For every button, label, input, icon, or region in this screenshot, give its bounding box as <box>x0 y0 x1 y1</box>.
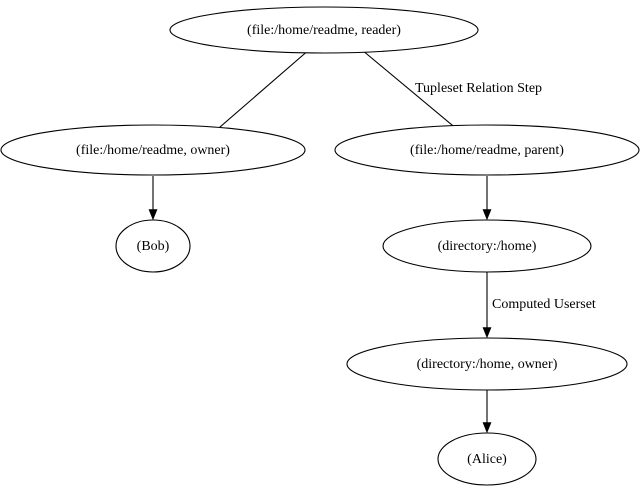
node-file-readme-reader[interactable]: (file:/home/readme, reader) <box>169 6 479 54</box>
edge-label-computed-userset: Computed Userset <box>492 297 596 312</box>
node-label: (file:/home/readme, owner) <box>76 143 230 158</box>
node-alice[interactable]: (Alice) <box>437 432 537 486</box>
node-directory-home-owner[interactable]: (directory:/home, owner) <box>346 337 628 391</box>
node-shape[interactable] <box>334 124 640 176</box>
node-label: (directory:/home, owner) <box>417 357 558 372</box>
node-label: (directory:/home) <box>438 239 537 254</box>
node-label: (file:/home/readme, reader) <box>247 23 401 38</box>
node-label: (Bob) <box>137 239 170 254</box>
edge-line <box>361 49 471 141</box>
arrowhead-icon <box>482 209 492 221</box>
edge-owner-to-bob <box>148 176 158 221</box>
node-shape[interactable] <box>437 432 537 486</box>
arrowhead-icon <box>482 327 492 339</box>
edge-parent-to-directory-home <box>482 176 492 221</box>
node-shape[interactable] <box>346 337 628 391</box>
node-label: (file:/home/readme, parent) <box>410 143 564 158</box>
node-bob[interactable]: (Bob) <box>115 219 191 273</box>
edge-directory-home-to-directory-home-owner: Computed Userset <box>482 272 596 339</box>
node-shape[interactable] <box>169 6 479 54</box>
edge-line <box>204 48 311 141</box>
edge-label-tupleset-relation-step: Tupleset Relation Step <box>415 81 542 96</box>
edge-directory-home-owner-to-alice <box>482 390 492 434</box>
node-shape[interactable] <box>0 124 306 176</box>
node-shape[interactable] <box>382 219 592 273</box>
node-file-readme-parent[interactable]: (file:/home/readme, parent) <box>334 124 640 176</box>
node-shape[interactable] <box>115 219 191 273</box>
node-label: (Alice) <box>467 452 507 467</box>
node-file-readme-owner[interactable]: (file:/home/readme, owner) <box>0 124 306 176</box>
node-directory-home[interactable]: (directory:/home) <box>382 219 592 273</box>
arrowhead-icon <box>482 422 492 434</box>
arrowhead-icon <box>148 209 158 221</box>
